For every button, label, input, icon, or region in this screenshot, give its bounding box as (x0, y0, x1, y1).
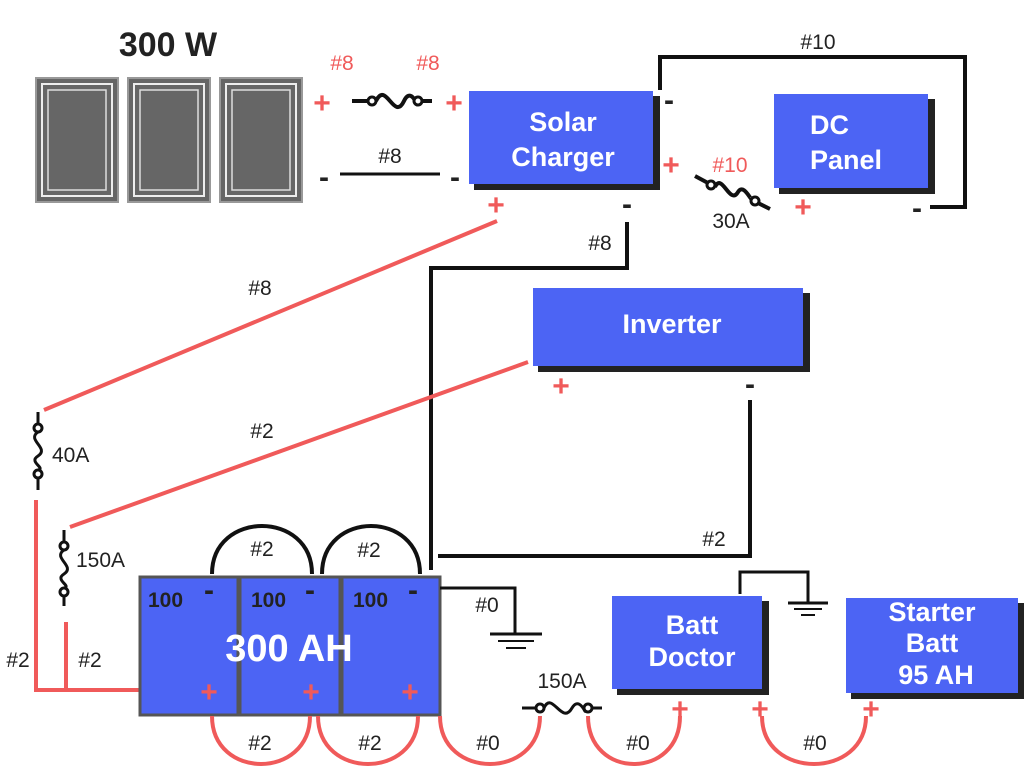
bank-ground-wire-label: #0 (475, 594, 498, 617)
dc-panel-line-1: DC (810, 110, 849, 140)
fuse-to-doctor-wire-label: #0 (626, 732, 649, 755)
inverter-box: Inverter (533, 288, 810, 372)
inverter-neg-wire-label: #2 (702, 528, 725, 551)
dc-panel-box: DC Panel (774, 94, 935, 194)
charger-load-neg-terminal: - (664, 84, 674, 117)
dc-panel-pos-wire-label: #10 (712, 154, 747, 177)
batt-doctor-box: Batt Doctor (612, 596, 769, 695)
inverter-pos-fuse-icon (58, 530, 70, 606)
panel-pos-wire-right-label: #8 (416, 52, 439, 75)
dc-panel-neg-wire-label: #10 (800, 31, 835, 54)
dc-panel-neg-terminal: - (912, 192, 922, 225)
inverter-pos-wire-label: #2 (250, 420, 273, 443)
battery-cell-3-label: 100 (353, 589, 388, 612)
dc-panel-fuse-label: 30A (712, 210, 749, 233)
battery-1-neg-terminal: - (204, 574, 214, 607)
panel-neg-terminal: - (319, 161, 329, 194)
solar-array-title: 300 W (119, 26, 218, 64)
inverter-label: Inverter (622, 309, 722, 339)
bottom-jumper-1-label: #2 (248, 732, 271, 755)
charger-pos-wire (43, 219, 498, 412)
starter-fuse-icon (522, 701, 602, 715)
doctor-to-starter-wire (760, 715, 868, 766)
battery-2-neg-terminal: - (305, 574, 315, 607)
batt-doctor-ground-wire (738, 570, 810, 602)
starter-batt-box: Starter Batt 95 AH (846, 597, 1024, 699)
doctor-to-starter-wire-label: #0 (803, 732, 826, 755)
charger-pos-fuse-icon (32, 412, 44, 490)
inverter-pos-fuse-label: 150A (76, 549, 125, 572)
dc-panel-neg-wire (658, 55, 967, 209)
battery-cell-1 (138, 575, 240, 717)
batt-doctor-pos-terminal-1: + (671, 693, 689, 726)
charger-neg-wire-label: #8 (588, 232, 611, 255)
charger-panel-pos-terminal: + (445, 87, 463, 120)
left-pos-wire-1 (34, 500, 185, 692)
panel-neg-wire-label: #8 (378, 145, 401, 168)
bank-ground-icon (490, 632, 542, 649)
bottom-to-fuse-wire (438, 715, 542, 766)
panel-fuse-icon (352, 92, 432, 110)
charger-panel-neg-terminal: - (450, 161, 460, 194)
battery-cell-3 (340, 575, 442, 717)
panel-pos-wire-left-label: #8 (330, 52, 353, 75)
solar-panel-3 (219, 77, 303, 203)
dc-panel-pos-terminal: + (794, 191, 812, 224)
inverter-pos-terminal: + (552, 370, 570, 403)
top-jumper-1-label: #2 (250, 538, 273, 561)
batt-doctor-ground-icon (788, 601, 828, 616)
battery-bank: 100 100 100 300 AH (138, 575, 442, 717)
dc-panel-line-2: Panel (810, 145, 882, 175)
starter-batt-line-1: Starter (888, 597, 976, 627)
charger-pos-wire-label: #8 (248, 277, 271, 300)
inverter-neg-wire (438, 400, 752, 558)
starter-fuse-label: 150A (537, 670, 586, 693)
battery-cell-2 (238, 575, 342, 717)
inverter-pos-wire (69, 360, 529, 529)
solar-charger-line-1: Solar (529, 107, 597, 137)
bottom-jumper-2 (316, 715, 420, 766)
battery-cell-2-label: 100 (251, 589, 286, 612)
starter-batt-pos-terminal: + (862, 693, 880, 726)
battery-1-pos-terminal: + (200, 676, 218, 709)
charger-neg-wire (429, 222, 629, 570)
bottom-jumper-1 (210, 715, 312, 766)
starter-batt-line-2: Batt (906, 628, 959, 658)
bank-ground-wire (440, 586, 517, 634)
solar-charger-line-2: Charger (511, 142, 615, 172)
battery-3-pos-terminal: + (401, 676, 419, 709)
battery-bank-label: 300 AH (225, 628, 352, 670)
solar-panel-1 (35, 77, 119, 203)
bottom-jumper-2-label: #2 (358, 732, 381, 755)
battery-cell-1-label: 100 (148, 589, 183, 612)
starter-batt-line-3: 95 AH (898, 660, 974, 690)
dc-panel-fuse-icon (694, 174, 771, 211)
solar-charger-box: Solar Charger (469, 91, 660, 190)
left-pos-wire-2-label: #2 (78, 649, 101, 672)
battery-3-neg-terminal: - (408, 574, 418, 607)
batt-doctor-line-2: Doctor (649, 642, 736, 672)
charger-pos-fuse-label: 40A (52, 444, 89, 467)
bottom-to-fuse-wire-label: #0 (476, 732, 499, 755)
top-jumper-2 (320, 524, 422, 575)
battery-2-pos-terminal: + (302, 676, 320, 709)
top-jumper-1 (210, 524, 314, 575)
batt-doctor-pos-terminal-2: + (751, 693, 769, 726)
batt-doctor-line-1: Batt (666, 610, 719, 640)
solar-panel-2 (127, 77, 211, 203)
charger-load-pos-terminal: + (662, 149, 680, 182)
charger-batt-neg-terminal: - (622, 188, 632, 221)
left-pos-wire-1-label: #2 (6, 649, 29, 672)
inverter-neg-terminal: - (745, 368, 755, 401)
fuse-to-doctor-wire (586, 715, 682, 766)
top-jumper-2-label: #2 (357, 539, 380, 562)
charger-batt-pos-terminal: + (487, 189, 505, 222)
panel-pos-terminal: + (313, 87, 331, 120)
